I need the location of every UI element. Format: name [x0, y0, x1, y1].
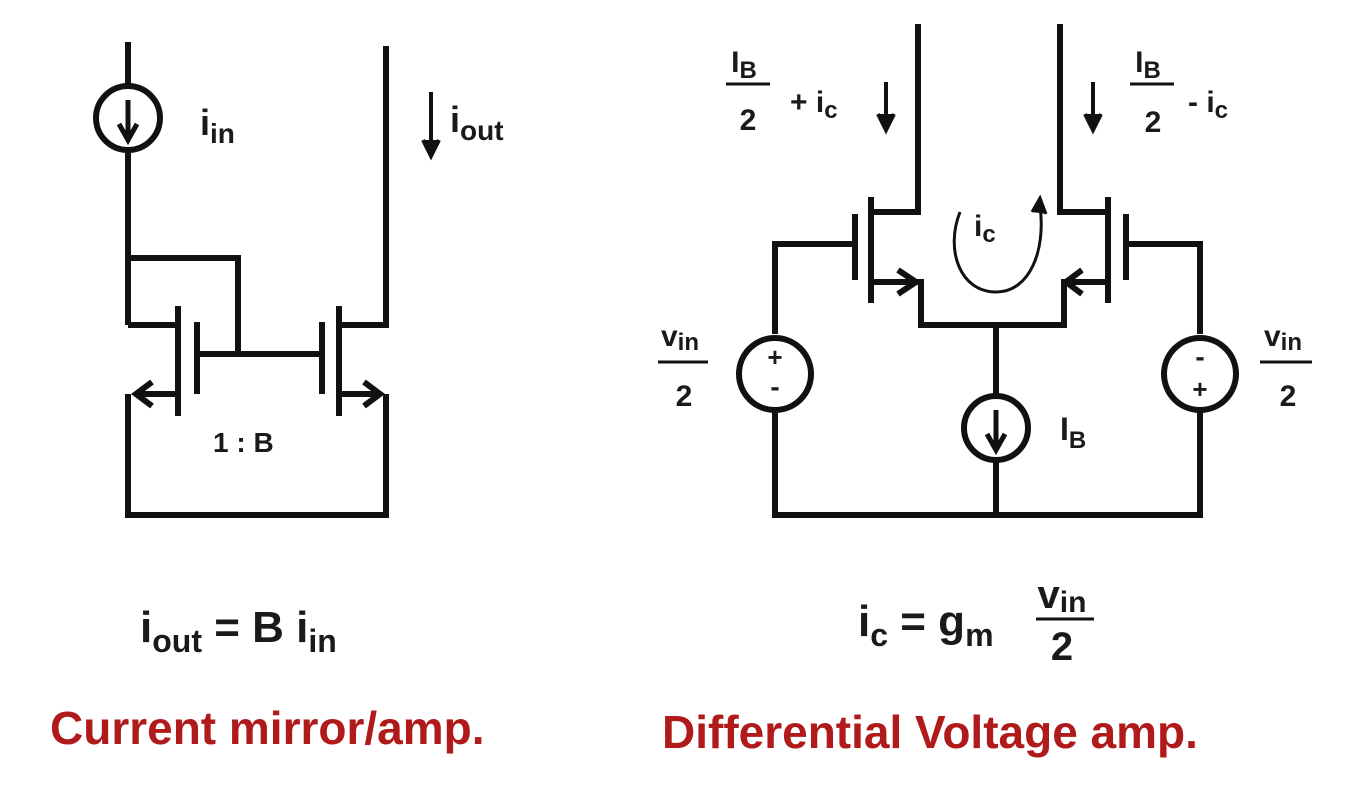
- svg-text:IB: IB: [1135, 46, 1161, 84]
- svg-text:vin: vin: [661, 320, 699, 356]
- current-mirror-circuit: [93, 42, 389, 518]
- iout-label: iout: [450, 99, 504, 146]
- mirror-caption: Current mirror/amp.: [50, 702, 485, 754]
- svg-text:+ ic: + ic: [790, 86, 838, 124]
- right-source-plus: +: [1192, 374, 1207, 404]
- svg-text:- ic: - ic: [1188, 86, 1228, 124]
- iin-label: iin: [200, 102, 235, 149]
- diff-caption: Differential Voltage amp.: [662, 706, 1198, 758]
- tail-current-label: IB: [1060, 411, 1086, 454]
- left-vin-label: vin 2: [658, 320, 708, 413]
- svg-text:ic = gm: ic = gm: [858, 597, 994, 653]
- left-drain-current-label: IB 2 + ic: [726, 46, 838, 137]
- svg-text:vin: vin: [1038, 573, 1087, 619]
- right-current-arrow-icon: [1083, 82, 1103, 135]
- left-current-arrow-icon: [876, 82, 896, 135]
- diff-amp-circuit: [736, 24, 1239, 518]
- svg-text:2: 2: [676, 380, 693, 413]
- right-source-minus: -: [1195, 341, 1204, 372]
- diff-equation: ic = gm vin 2: [858, 573, 1094, 669]
- svg-text:2: 2: [740, 104, 757, 137]
- right-drain-current-label: IB 2 - ic: [1130, 46, 1228, 139]
- svg-text:vin: vin: [1264, 320, 1302, 356]
- left-transistor-drain: [128, 306, 181, 328]
- iout-arrow-icon: [421, 92, 441, 161]
- svg-text:2: 2: [1280, 380, 1297, 413]
- left-source-minus: -: [770, 371, 779, 402]
- loop-current-label: ic: [974, 210, 996, 248]
- svg-text:2: 2: [1145, 106, 1162, 139]
- left-source-plus: +: [767, 342, 782, 372]
- svg-text:2: 2: [1051, 625, 1073, 669]
- mirror-equation: iout = B iin: [140, 603, 337, 659]
- mirror-ratio-label: 1 : B: [213, 427, 274, 458]
- svg-text:IB: IB: [731, 46, 757, 84]
- right-vin-label: vin 2: [1260, 320, 1312, 413]
- ic-loop-arrow-icon: [952, 194, 1048, 294]
